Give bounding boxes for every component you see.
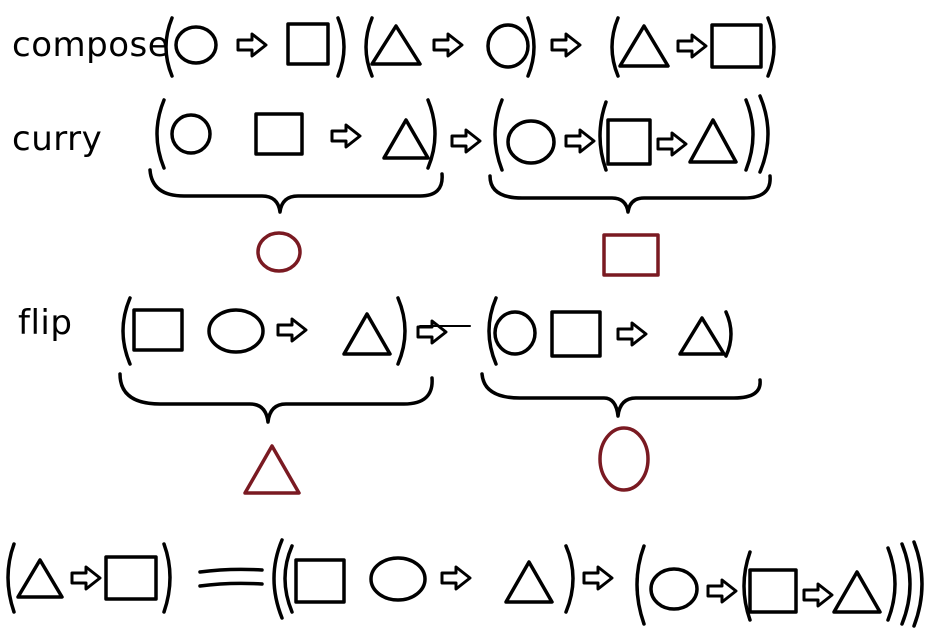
paren-open: [155, 98, 166, 170]
square-shape: [132, 308, 184, 352]
arrow-icon: [276, 317, 308, 343]
triangle-shape: [504, 560, 554, 604]
square-shape: [286, 22, 330, 66]
paren-close: [526, 16, 536, 78]
paren-close: [426, 98, 437, 170]
paren-close: [886, 546, 897, 622]
paren-open: [487, 296, 498, 366]
circle-shape: [506, 119, 556, 165]
paren-close: [396, 296, 407, 366]
result-triangle-shape: [243, 444, 301, 495]
label-curry: curry: [12, 119, 103, 159]
result-circle-shape: [256, 231, 302, 273]
arrow-icon: [550, 32, 582, 58]
arrow-icon: [656, 131, 688, 157]
result-circle-shape: [598, 426, 650, 492]
arrow-icon: [616, 321, 648, 347]
paren-close: [564, 544, 575, 614]
circle-shape: [493, 310, 537, 356]
paren-close: [724, 310, 733, 358]
result-square-shape: [602, 233, 660, 277]
circle-shape: [649, 567, 699, 611]
circle-shape: [369, 556, 427, 602]
equation-row: [6, 538, 924, 628]
triangle-shape: [382, 118, 430, 160]
paren-close: [744, 98, 755, 172]
equals-line: [198, 567, 264, 574]
square-shape: [254, 112, 304, 156]
paren-open: [364, 16, 374, 78]
arrow-icon: [676, 33, 708, 59]
circle-shape: [174, 25, 218, 65]
brace: [488, 174, 772, 214]
paren-open: [6, 542, 16, 614]
equals-line: [198, 581, 264, 588]
compose-row: [164, 16, 776, 78]
paren-open: [283, 544, 294, 614]
arrow-icon: [450, 128, 482, 154]
paren-open: [493, 98, 504, 172]
triangle-shape: [832, 570, 882, 614]
square-shape: [606, 118, 652, 166]
arrow-icon: [440, 565, 472, 591]
circle-shape: [486, 23, 530, 69]
label-flip: flip: [18, 303, 73, 343]
circle-shape: [207, 308, 265, 354]
arrow-icon: [70, 565, 102, 591]
arrow-icon: [432, 32, 464, 58]
flip-row: [118, 296, 762, 424]
square-shape: [294, 558, 346, 604]
triangle-shape: [342, 312, 392, 356]
arrow-icon: [802, 582, 834, 608]
arrow-icon: [330, 123, 362, 149]
square-shape: [104, 555, 158, 601]
paren-open: [598, 100, 608, 172]
arrow-icon: [236, 32, 268, 58]
arrow-icon: [706, 578, 738, 604]
triangle-shape: [618, 24, 670, 68]
triangle-shape: [16, 558, 64, 599]
paren-close: [336, 16, 346, 78]
brace: [480, 372, 762, 418]
arrow-icon: [416, 319, 448, 345]
triangle-shape: [370, 24, 422, 66]
curry-row: [148, 94, 772, 214]
paren-close: [758, 94, 770, 174]
arrow-icon: [564, 128, 596, 154]
circle-shape: [170, 113, 212, 155]
arrow-icon: [582, 565, 614, 591]
paren-open: [635, 544, 646, 626]
square-shape: [710, 23, 763, 69]
paren-close: [912, 540, 924, 628]
paren-close: [900, 542, 912, 626]
paren-open: [272, 538, 284, 620]
square-shape: [748, 568, 798, 614]
triangle-shape: [678, 316, 726, 356]
paren-open: [610, 16, 620, 78]
brace: [118, 372, 434, 424]
brace: [148, 168, 444, 214]
paren-open: [164, 16, 174, 78]
paren-open: [121, 296, 132, 366]
square-shape: [550, 310, 602, 358]
paren-close: [766, 16, 776, 78]
triangle-shape: [688, 118, 738, 164]
paren-open: [742, 550, 752, 622]
label-compose: compose: [12, 25, 170, 65]
paren-close: [162, 542, 172, 614]
